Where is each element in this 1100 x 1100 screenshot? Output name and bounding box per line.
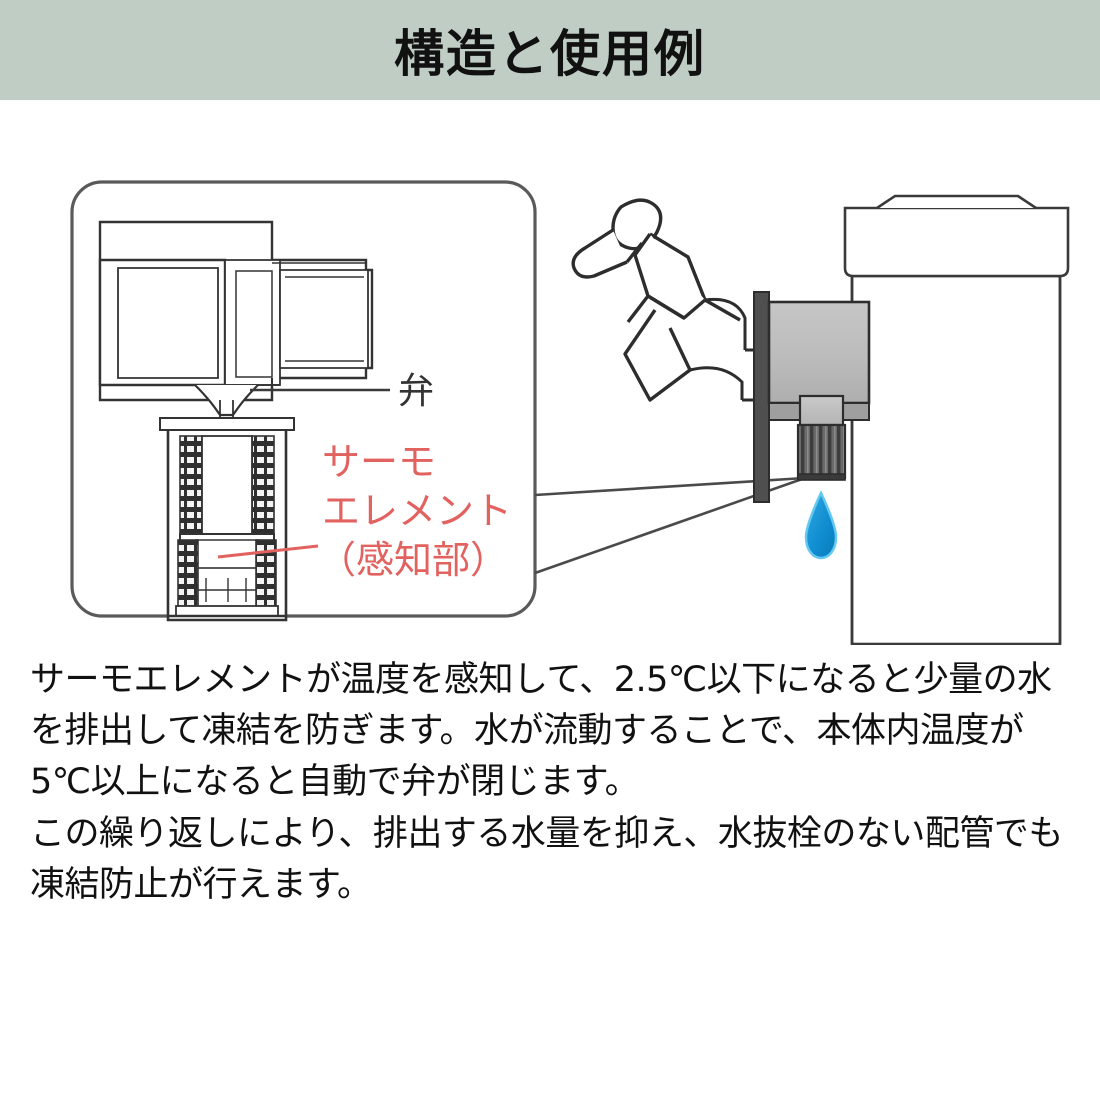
knurled-outlet-nut — [796, 394, 847, 481]
standpipe-cap — [843, 194, 1070, 278]
valve-cross-section — [98, 220, 374, 622]
label-thermo-line2: エレメント — [322, 489, 512, 533]
thermo-element-leader — [217, 544, 319, 559]
description-paragraph-1: サーモエレメントが温度を感知して、2.5℃以下になると少量の水を排出して凍結を防… — [30, 660, 1052, 802]
faucet-body — [689, 297, 762, 402]
label-thermo-line1: サーモ — [322, 440, 436, 484]
header-band — [0, 0, 1100, 100]
structure-and-usage-illustration: 弁 サーモ エレメント （感知部） — [0, 100, 1100, 645]
description-paragraph-2: この繰り返しにより、排出する水量を抑え、水抜栓のない配管でも凍結防止が行えます。 — [30, 814, 1063, 905]
faucet-flange — [753, 291, 770, 503]
water-drop — [804, 490, 838, 560]
freeze-protection-valve-body — [767, 300, 871, 421]
label-valve: 弁 — [398, 371, 434, 412]
label-thermo-line3: （感知部） — [318, 538, 508, 582]
page-title: 構造と使用例 — [394, 25, 706, 83]
description-text: サーモエレメントが温度を感知して、2.5℃以下になると少量の水を排出して凍結を防… — [30, 655, 1075, 911]
standpipe — [850, 274, 1062, 645]
